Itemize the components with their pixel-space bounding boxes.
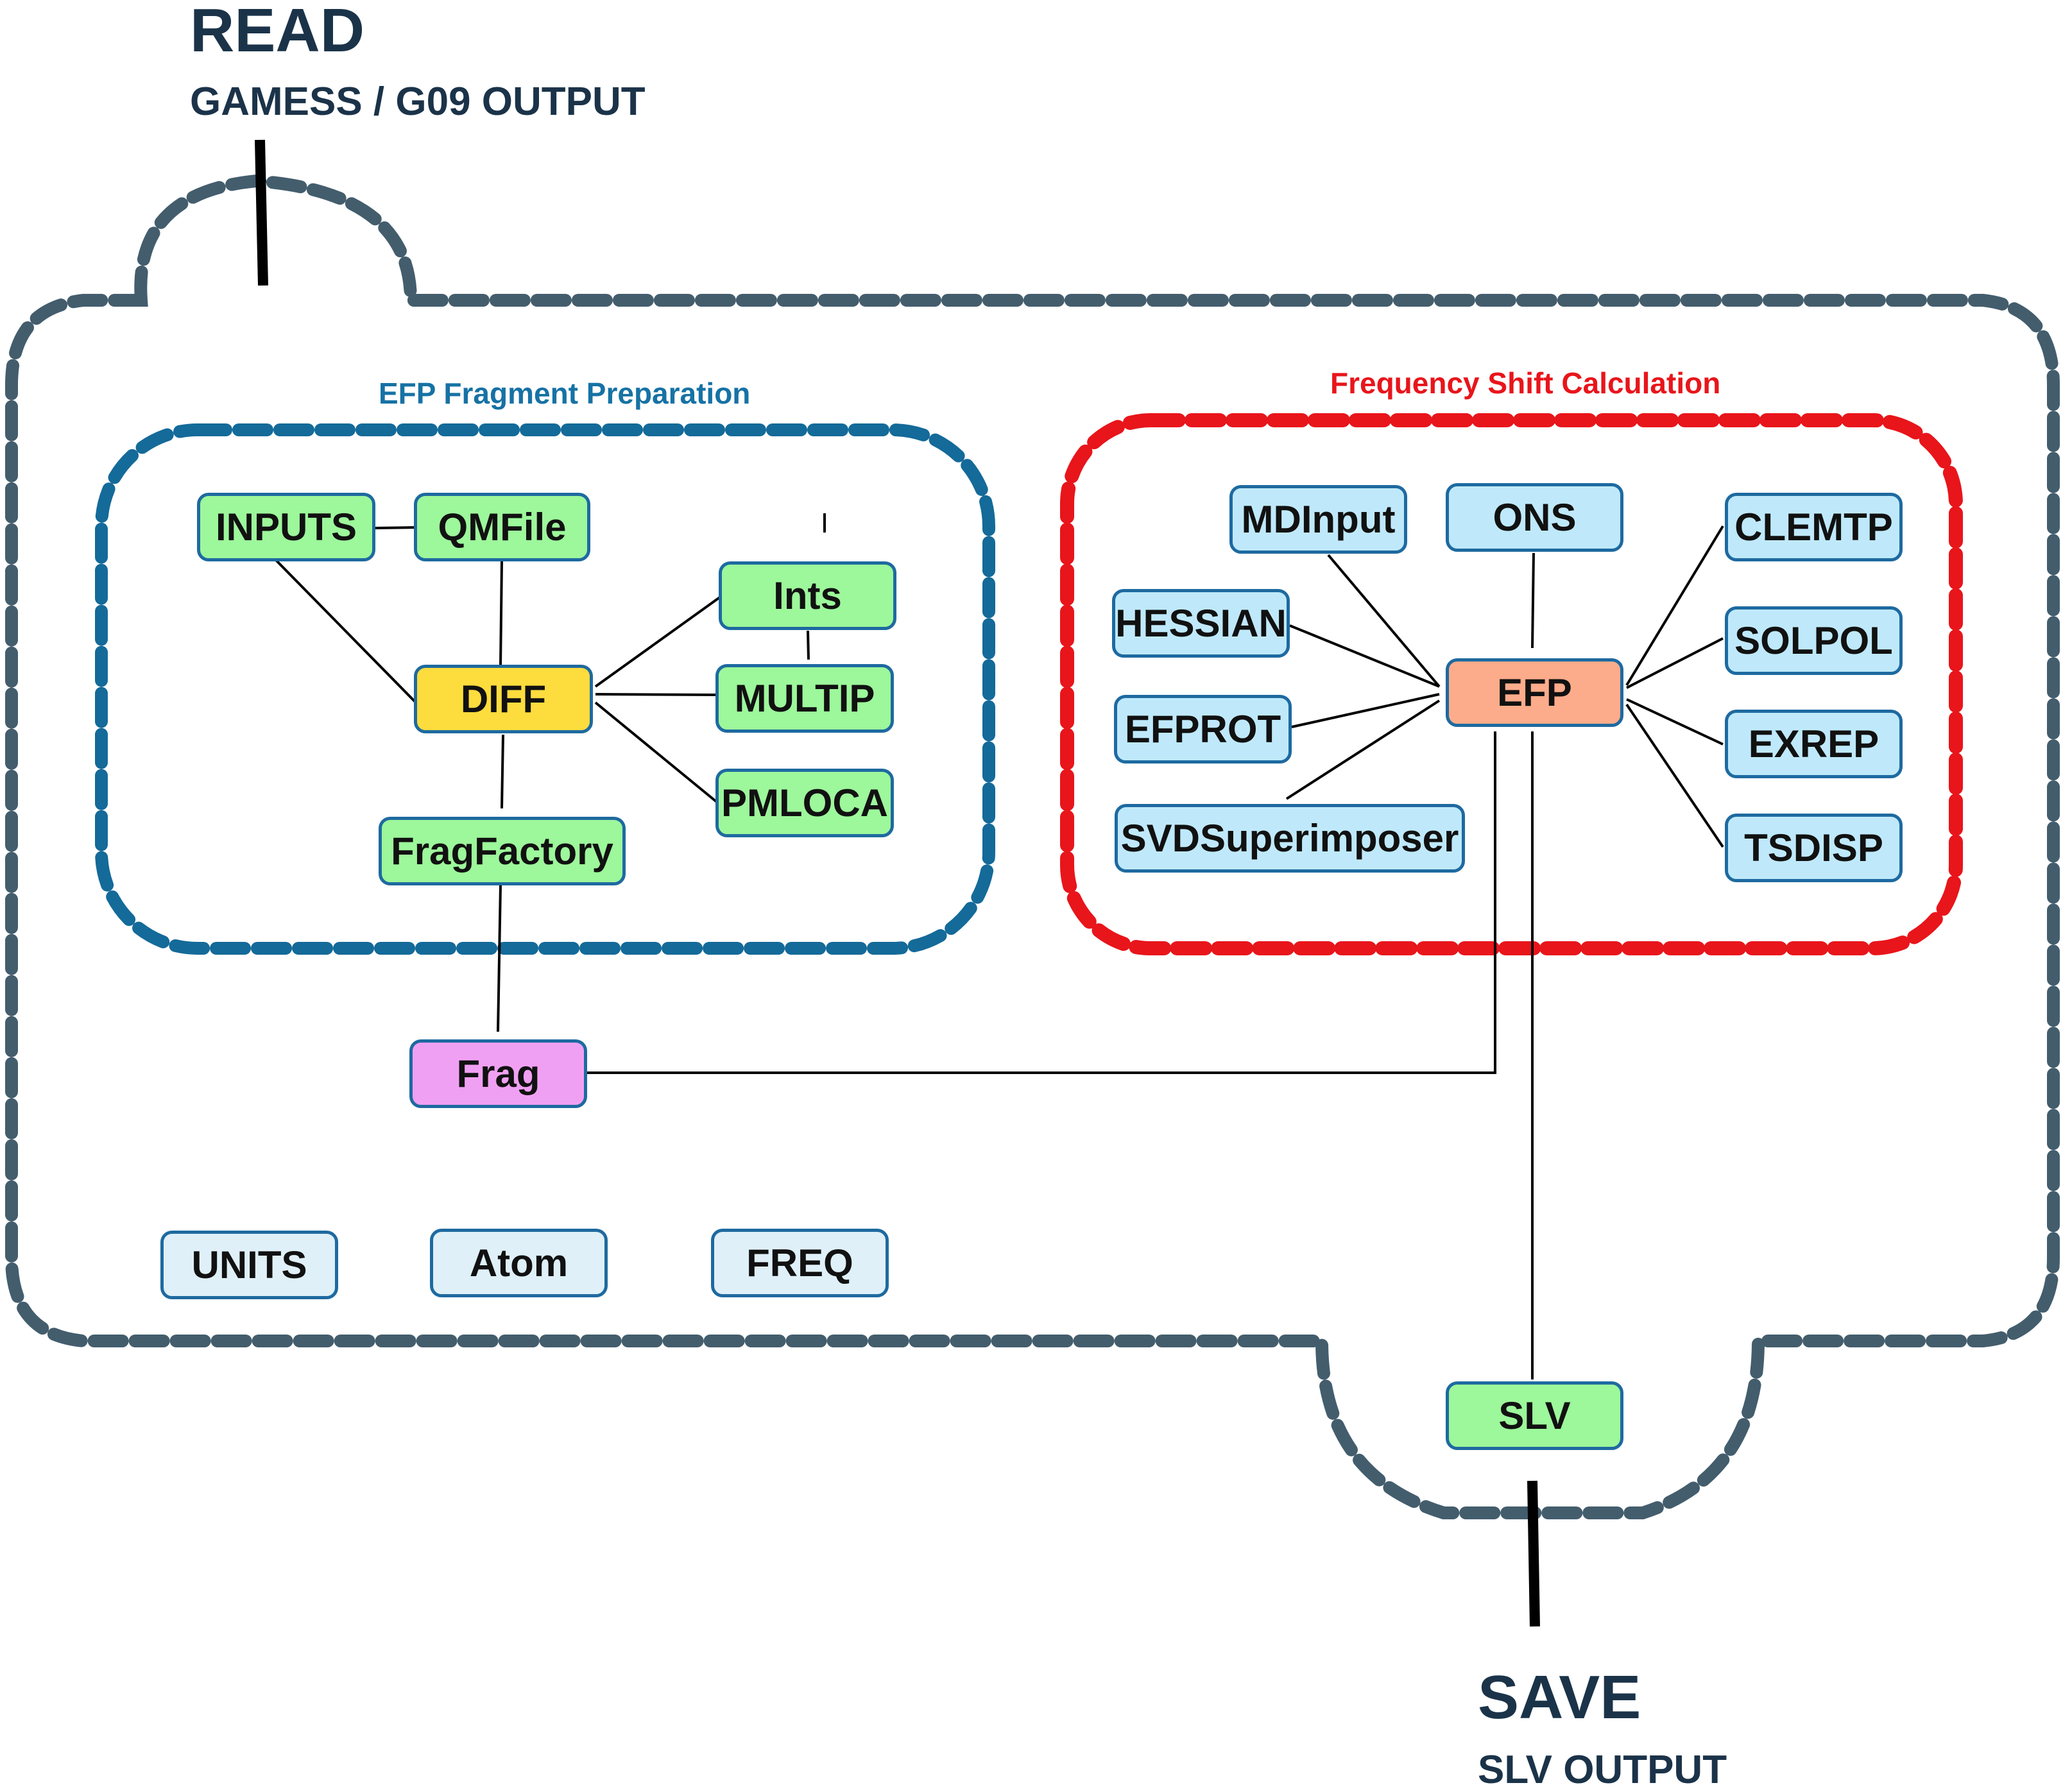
- outer-container: [5, 174, 2060, 1519]
- node-efp[interactable]: EFP: [1446, 658, 1623, 727]
- node-exrep[interactable]: EXREP: [1725, 710, 1903, 778]
- save-title: SAVE: [1478, 1663, 1641, 1732]
- node-efprot[interactable]: EFPROT: [1114, 695, 1292, 764]
- node-frag[interactable]: Frag: [409, 1039, 587, 1108]
- node-inputs[interactable]: INPUTS: [197, 493, 375, 561]
- node-mdinput[interactable]: MDInput: [1229, 485, 1407, 554]
- node-clemtp[interactable]: CLEMTP: [1725, 493, 1903, 561]
- freq-connectors: [587, 525, 1724, 1379]
- read-title: READ: [190, 0, 365, 65]
- node-solpol[interactable]: SOLPOL: [1725, 606, 1903, 675]
- node-tsdisp[interactable]: TSDISP: [1725, 814, 1903, 882]
- freq-shift-group: [1060, 413, 1963, 955]
- node-multip[interactable]: MULTIP: [715, 664, 894, 733]
- node-slv[interactable]: SLV: [1446, 1381, 1623, 1450]
- prep-connectors: [275, 513, 826, 1032]
- node-fragfactory[interactable]: FragFactory: [379, 817, 626, 885]
- save-connector: [1527, 1480, 1540, 1627]
- save-subtitle: SLV OUTPUT: [1478, 1748, 1727, 1792]
- efp-prep-group: [95, 423, 995, 955]
- efp-prep-title: EFP Fragment Preparation: [379, 377, 751, 410]
- node-atom[interactable]: Atom: [430, 1229, 608, 1297]
- node-svdsuperimposer[interactable]: SVDSuperimposer: [1115, 804, 1465, 873]
- node-hessian[interactable]: HESSIAN: [1112, 589, 1290, 658]
- node-diff[interactable]: DIFF: [414, 665, 593, 733]
- node-ons[interactable]: ONS: [1446, 483, 1623, 552]
- node-pmloca[interactable]: PMLOCA: [715, 769, 894, 837]
- node-units[interactable]: UNITS: [160, 1231, 338, 1299]
- node-qmfile[interactable]: QMFile: [414, 493, 590, 561]
- read-connector: [255, 139, 268, 286]
- freq-shift-title: Frequency Shift Calculation: [1330, 366, 1721, 400]
- node-freq[interactable]: FREQ: [711, 1229, 889, 1297]
- node-ints[interactable]: Ints: [719, 561, 896, 630]
- read-subtitle: GAMESS / G09 OUTPUT: [190, 80, 646, 124]
